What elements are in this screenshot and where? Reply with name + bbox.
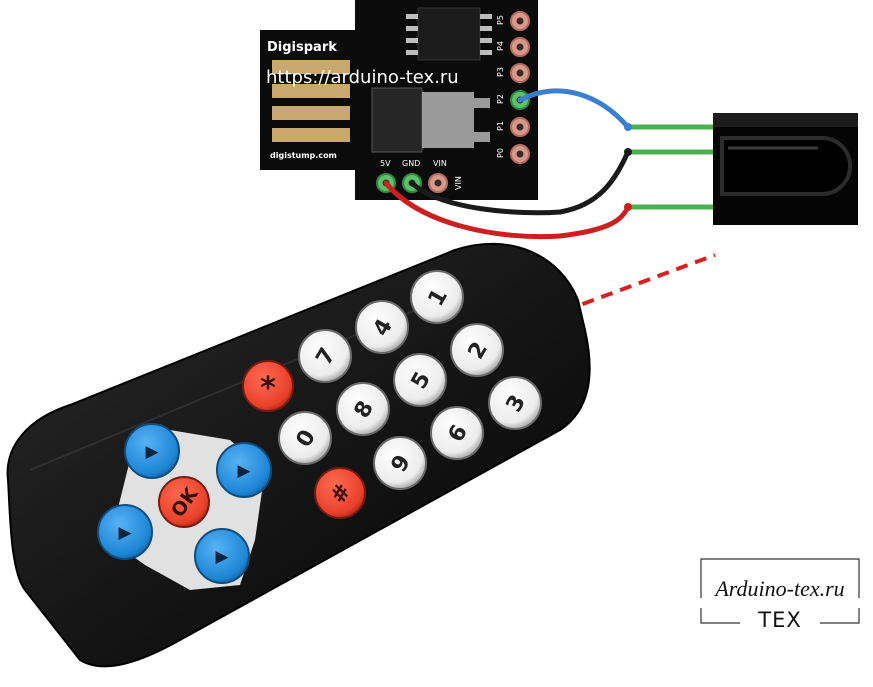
arrow-up-icon: ▶ [145,442,159,462]
key-3[interactable]: 3 [488,376,542,430]
key-4[interactable]: 4 [355,300,409,354]
pin-label-5v: 5V [380,159,391,168]
watermark-site: Arduino-tex.ru [715,576,845,601]
board-url: https://arduino-tex.ru [266,67,459,88]
pin-label-p1: P1 [496,121,505,131]
ok-button[interactable]: OK [158,476,210,528]
voltage-regulator [371,87,490,153]
arrow-down-icon: ▶ [215,547,229,567]
wires [383,88,632,240]
key-0[interactable]: 0 [278,411,332,465]
ir-receiver [630,113,858,225]
digispark-board: Digispark digistump.com [260,0,538,200]
pin-label-p4: P4 [496,41,505,51]
arrow-down-button[interactable]: ▶ [194,528,250,584]
arrow-right-button[interactable]: ▶ [216,442,272,498]
pin-p4 [510,37,530,57]
pin-vin [428,173,448,193]
arrow-left-button[interactable]: ▶ [97,504,153,560]
pin-p5 [510,11,530,31]
key-1[interactable]: 1 [410,270,464,324]
microcontroller-chip [406,7,492,61]
arrow-right-icon: ▶ [237,461,251,481]
key-9[interactable]: 9 [373,436,427,490]
hash-button[interactable]: # [314,467,366,519]
watermark-brand: TEX [758,608,802,632]
ir-remote: ▶ ▶ ▶ ▶ OK * # 1 [6,242,591,668]
key-6[interactable]: 6 [430,406,484,460]
star-label: * [260,371,276,406]
pin-p0 [510,144,530,164]
star-button[interactable]: * [242,360,294,412]
site-watermark: Arduino-tex.ru TEX [700,558,860,632]
power-wire [383,180,631,240]
signal-wire [517,88,631,130]
usb-contacts [272,60,350,142]
board-footer: digistump.com [270,151,337,160]
board-title: Digispark [267,40,337,55]
key-8[interactable]: 8 [336,382,390,436]
watermark-frame [700,558,860,624]
arrow-up-button[interactable]: ▶ [124,423,180,479]
receiver-leads [630,124,713,210]
key-2[interactable]: 2 [450,323,504,377]
key-7[interactable]: 7 [298,329,352,383]
key-5[interactable]: 5 [393,353,447,407]
pin-tag-vin: VIN [454,176,463,190]
receiver-lens [720,136,852,196]
pin-p1 [510,117,530,137]
pin-label-p3: P3 [496,67,505,77]
pin-label-vin: VIN [433,159,447,168]
pin-p3 [510,63,530,83]
pin-label-gnd: GND [402,159,420,168]
pin-label-p5: P5 [496,15,505,25]
ground-wire [409,149,631,216]
pin-label-p0: P0 [496,148,505,158]
arrow-left-icon: ▶ [118,523,132,543]
pin-label-p2: P2 [496,94,505,104]
usb-tongue [260,30,360,170]
